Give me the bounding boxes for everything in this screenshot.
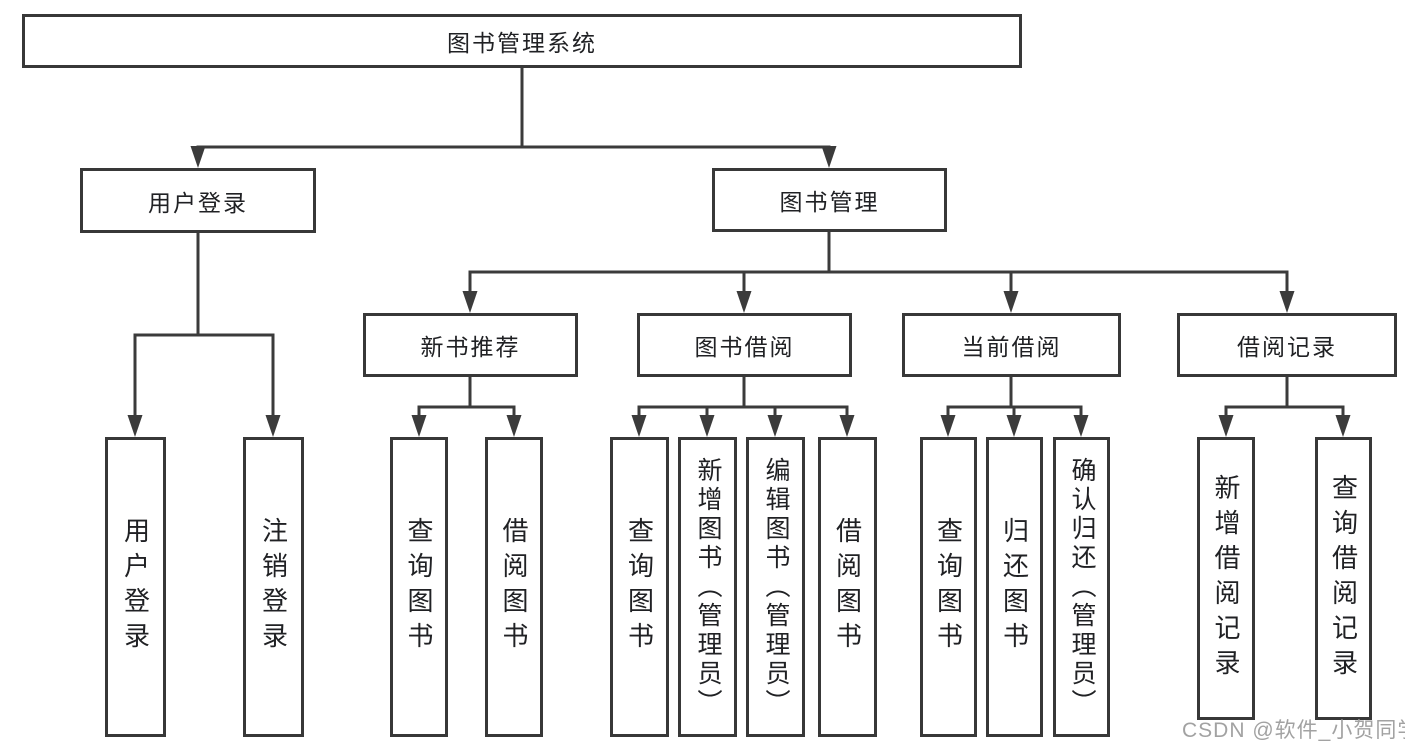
node-label: 注销登录: [258, 517, 289, 657]
leaf-edit-books-admin: 编辑图书（管理员）: [746, 437, 805, 737]
arrowhead-icon: [411, 415, 427, 437]
node-label: 图书管理: [779, 189, 880, 215]
node-label: 图书借阅: [694, 334, 795, 360]
arrowhead-icon: [821, 146, 837, 168]
node-label: 借阅记录: [1237, 334, 1337, 360]
arrowhead-icon: [631, 415, 647, 437]
arrowhead-icon: [1006, 415, 1022, 437]
leaf-query-books-3: 查询图书: [920, 437, 977, 737]
arrowhead-icon: [940, 415, 956, 437]
node-label: 查询借阅记录: [1328, 473, 1359, 684]
leaf-borrow-books-1: 借阅图书: [485, 437, 543, 737]
node-label: 归还图书: [999, 517, 1030, 657]
node-label: 查询图书: [933, 517, 964, 657]
node-label: 编辑图书（管理员）: [762, 456, 790, 718]
node-label: 借阅图书: [499, 517, 529, 657]
leaf-query-books-1: 查询图书: [390, 437, 448, 737]
node-label: 借阅图书: [832, 517, 863, 657]
arrowhead-icon: [1003, 291, 1019, 313]
node-user-login: 用户登录: [80, 168, 316, 233]
arrowhead-icon: [736, 291, 752, 313]
node-label: 查询图书: [404, 517, 434, 657]
leaf-query-books-2: 查询图书: [610, 437, 669, 737]
node-current-borrowing: 当前借阅: [902, 313, 1121, 377]
leaf-confirm-return-admin: 确认归还（管理员）: [1053, 437, 1110, 737]
node-borrowing-records: 借阅记录: [1177, 313, 1397, 377]
arrowhead-icon: [767, 415, 783, 437]
arrowhead-icon: [127, 415, 143, 437]
arrowhead-icon: [462, 291, 478, 313]
node-label: 用户登录: [148, 189, 248, 216]
node-book-borrowing: 图书借阅: [637, 313, 852, 377]
leaf-user-login: 用户登录: [105, 437, 166, 737]
node-label: 用户登录: [120, 517, 151, 657]
arrowhead-icon: [1279, 291, 1295, 313]
leaf-return-books: 归还图书: [986, 437, 1043, 737]
leaf-add-borrow-record: 新增借阅记录: [1197, 437, 1255, 720]
node-label: 确认归还（管理员）: [1068, 456, 1096, 718]
node-label: 新书推荐: [420, 334, 521, 360]
arrowhead-icon: [1218, 415, 1234, 437]
leaf-add-books-admin: 新增图书（管理员）: [678, 437, 737, 737]
node-label: 图书管理系统: [447, 30, 597, 56]
leaf-borrow-books-2: 借阅图书: [818, 437, 877, 737]
node-library-management-system: 图书管理系统: [22, 14, 1022, 68]
node-book-management: 图书管理: [712, 168, 947, 232]
leaf-logout: 注销登录: [243, 437, 304, 737]
arrowhead-icon: [265, 415, 281, 437]
node-label: 新增借阅记录: [1211, 473, 1241, 684]
csdn-watermark: CSDN @软件_小贺同学: [1182, 719, 1405, 742]
arrowhead-icon: [1335, 415, 1351, 437]
node-new-book-recommendation: 新书推荐: [363, 313, 578, 377]
arrowhead-icon: [839, 415, 855, 437]
leaf-query-borrow-record: 查询借阅记录: [1315, 437, 1372, 720]
node-label: 当前借阅: [961, 334, 1062, 360]
arrowhead-icon: [699, 415, 715, 437]
arrowhead-icon: [506, 415, 522, 437]
node-label: 查询图书: [624, 517, 655, 657]
node-label: 新增图书（管理员）: [694, 456, 722, 718]
arrowhead-icon: [190, 146, 206, 168]
arrowhead-icon: [1073, 415, 1089, 437]
